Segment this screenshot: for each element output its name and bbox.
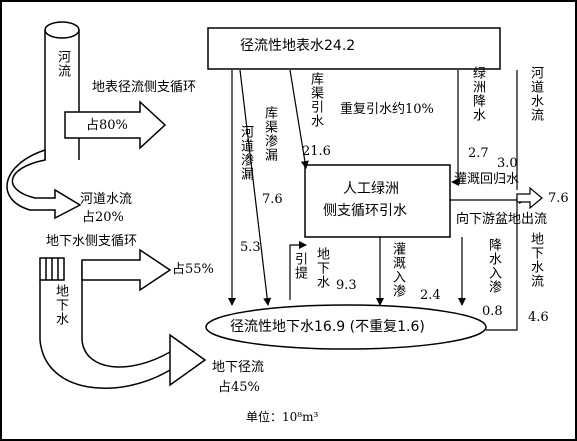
oasis-label-2: 侧支循环引水 bbox=[323, 203, 407, 219]
groundwater2-label: 地下水 bbox=[314, 247, 329, 289]
surface-cycle-label: 地表径流侧支循环 bbox=[92, 80, 197, 95]
channel-seep-value: 5.3 bbox=[240, 240, 261, 255]
groundwater2-value: 9.3 bbox=[336, 278, 357, 293]
repeat-draw-label: 重复引水约10% bbox=[340, 102, 434, 117]
outflow-arrow bbox=[516, 186, 543, 210]
flow-lines bbox=[228, 69, 527, 331]
groundwater-label: 地下水 bbox=[53, 284, 68, 326]
river-label: 河流 bbox=[55, 50, 70, 78]
reservoir-draw-label: 库渠引水 bbox=[308, 72, 323, 128]
surface-cycle-arrow bbox=[64, 100, 167, 150]
ground-runoff-label: 地下径流 bbox=[212, 360, 265, 375]
rain-seep-value: 0.8 bbox=[482, 304, 503, 319]
ground-flow-value: 4.6 bbox=[528, 310, 549, 325]
irrigation-return-label: 灌溉回归水 bbox=[454, 172, 520, 187]
lift-label: 引提 bbox=[292, 252, 307, 280]
channel-seep-label: 河道渗漏 bbox=[238, 125, 253, 181]
pct-20-label: 占20% bbox=[82, 210, 124, 225]
pct-80-label: 占80% bbox=[86, 118, 128, 133]
reservoir-seep-label: 库渠渗漏 bbox=[262, 106, 277, 162]
reservoir-draw-value: 21.6 bbox=[302, 144, 331, 159]
downstream-label: 向下游盆地出流 bbox=[456, 212, 548, 227]
groundwater-ellipse bbox=[205, 304, 487, 350]
rain-seep-label: 降水入渗 bbox=[486, 238, 501, 294]
river-pipe bbox=[44, 21, 80, 160]
oasis-rain-label: 绿洲降水 bbox=[470, 66, 485, 122]
irrigation-seep-label: 灌溉入渗 bbox=[390, 242, 405, 298]
pct-55-label: 占55% bbox=[172, 262, 214, 277]
surface-water-label: 径流性地表水24.2 bbox=[240, 38, 356, 54]
oasis-box bbox=[304, 164, 451, 238]
surface-water-box bbox=[207, 27, 501, 70]
oasis-rain-value: 2.7 bbox=[468, 146, 489, 161]
groundwater-ellipse-label: 径流性地下水16.9 (不重复1.6) bbox=[230, 319, 425, 335]
ground-cycle-label: 地下水侧支循环 bbox=[46, 234, 138, 249]
river-flow-label: 河道水流 bbox=[80, 192, 133, 207]
irrigation-return-value: 3.0 bbox=[497, 156, 518, 171]
river-water-label: 河道水流 bbox=[528, 66, 543, 122]
irrigation-seep-value: 2.4 bbox=[420, 288, 441, 303]
ground-cycle-arrow bbox=[81, 248, 172, 292]
oasis-label-1: 人工绿洲 bbox=[343, 181, 399, 197]
unit-label: 单位：10⁸m³ bbox=[246, 410, 319, 424]
outflow-value: 7.6 bbox=[548, 191, 569, 206]
pct-45-label: 占45% bbox=[218, 380, 260, 395]
ground-flow-label: 地下水流 bbox=[528, 232, 543, 288]
groundwater-pipe bbox=[39, 257, 171, 389]
reservoir-seep-value: 7.6 bbox=[262, 192, 283, 207]
river-flow-curve-arrow bbox=[6, 148, 82, 220]
ground-runoff-arrow bbox=[169, 333, 207, 387]
